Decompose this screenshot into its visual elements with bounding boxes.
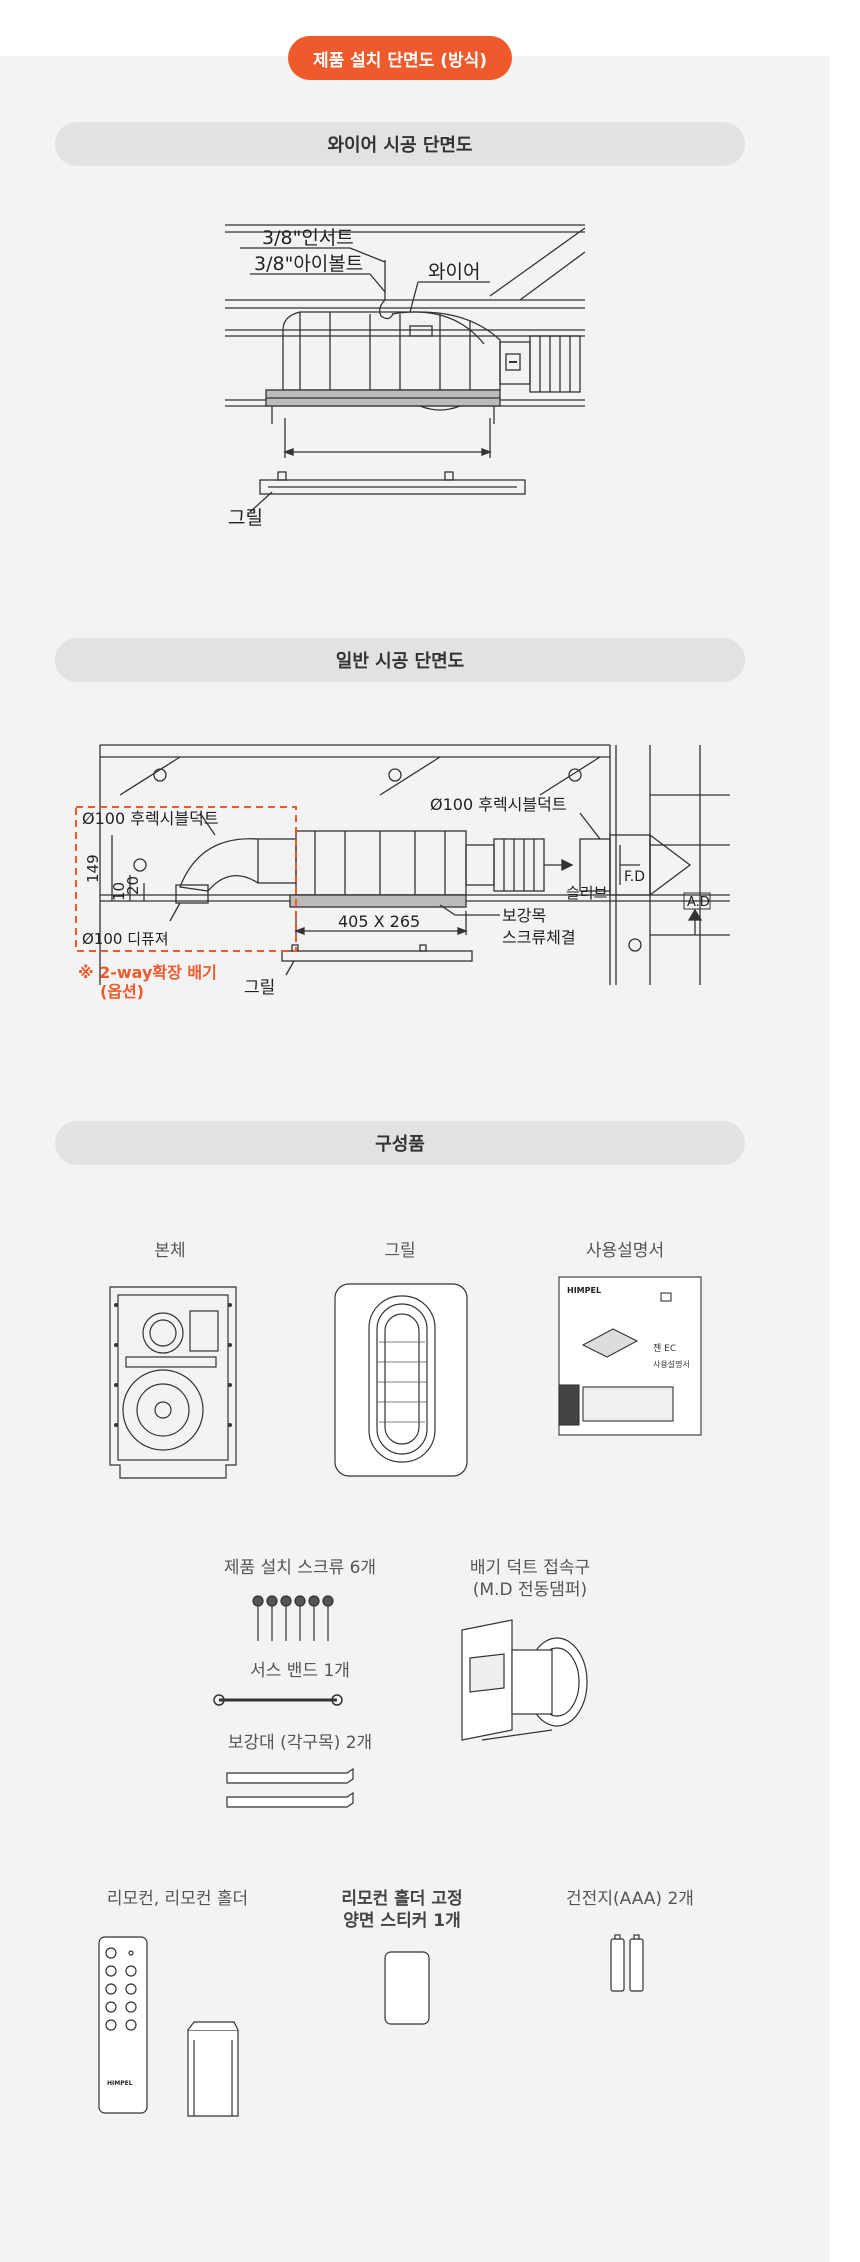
manual-model: 젠 EC [653, 1343, 676, 1354]
manual-image: HIMPEL 젠 EC 사용설명서 [558, 1276, 702, 1436]
label-diffuser: Ø100 디퓨져 [82, 930, 169, 948]
component-body-label: 본체 [154, 1241, 186, 1261]
general-install-diagram: Ø100 후렉시블덕트 Ø100 후렉시블덕트 149 10 20 Ø100 디… [75, 744, 730, 1001]
label-option: (옵션) [100, 982, 144, 1001]
component-grill-label: 그릴 [384, 1241, 416, 1261]
connector-image [461, 1619, 588, 1741]
component-remote-label: 리모컨, 리모컨 홀더 [106, 1889, 249, 1909]
header-pill: 제품 설치 단면도 (방식) [288, 36, 512, 80]
manual-brand: HIMPEL [567, 1286, 601, 1295]
label-general-grill: 그릴 [244, 978, 275, 998]
screws-image [252, 1595, 334, 1641]
label-flex-duct-left: Ø100 후렉시블덕트 [82, 809, 219, 828]
body-image [109, 1286, 237, 1479]
manual-title-text: 사용설명서 [653, 1359, 690, 1369]
component-connector-label-1: 배기 덕트 접속구 [469, 1558, 591, 1578]
label-screw: 스크류체결 [502, 928, 576, 947]
remote-holder-image [187, 2021, 239, 2117]
label-dim-10: 10 [110, 882, 128, 901]
grill-image [334, 1283, 468, 1477]
component-battery-label: 건전지(AAA) 2개 [566, 1889, 694, 1909]
label-ad: A.D [687, 895, 710, 910]
section-wire-title: 와이어 시공 단면도 [55, 122, 745, 166]
component-screws-label: 제품 설치 스크류 6개 [223, 1558, 377, 1578]
label-sleeve: 슬리브 [566, 884, 608, 902]
wire-install-diagram: 3/8"인서트 3/8"아이볼트 와이어 그릴 [225, 224, 586, 529]
sticker-image [384, 1951, 430, 2025]
label-wire-grill: 그릴 [228, 507, 263, 529]
remote-brand: HIMPEL [107, 2080, 133, 2087]
label-dim-149: 149 [84, 854, 102, 883]
battery-image [610, 1934, 644, 1992]
label-insert: 3/8"인서트 [262, 227, 354, 249]
bracket-image [226, 1767, 354, 1808]
component-bracket-label: 보강대 (각구목) 2개 [227, 1733, 373, 1753]
label-dim-20: 20 [124, 876, 142, 895]
component-manual-label: 사용설명서 [585, 1241, 665, 1261]
label-reinforcement: 보강목 [502, 906, 546, 925]
component-sticker-label-1: 리모컨 홀더 고정 [341, 1889, 463, 1909]
component-band-label: 서스 밴드 1개 [250, 1661, 350, 1681]
label-wire: 와이어 [428, 261, 480, 283]
component-connector-label-2: (M.D 전동댐퍼) [472, 1580, 588, 1600]
label-two-way: ※ 2-way확장 배기 [78, 963, 217, 982]
label-size: 405 X 265 [338, 912, 420, 931]
section-general-title: 일반 시공 단면도 [55, 638, 745, 682]
label-eyebolt: 3/8"아이볼트 [254, 253, 363, 275]
label-fd: F.D [624, 869, 645, 885]
component-sticker-label-2: 양면 스티커 1개 [343, 1911, 461, 1931]
remote-image: HIMPEL [98, 1936, 148, 2114]
label-flex-duct-right: Ø100 후렉시블덕트 [430, 795, 567, 814]
section-components-title: 구성품 [55, 1121, 745, 1165]
band-image [213, 1694, 343, 1706]
